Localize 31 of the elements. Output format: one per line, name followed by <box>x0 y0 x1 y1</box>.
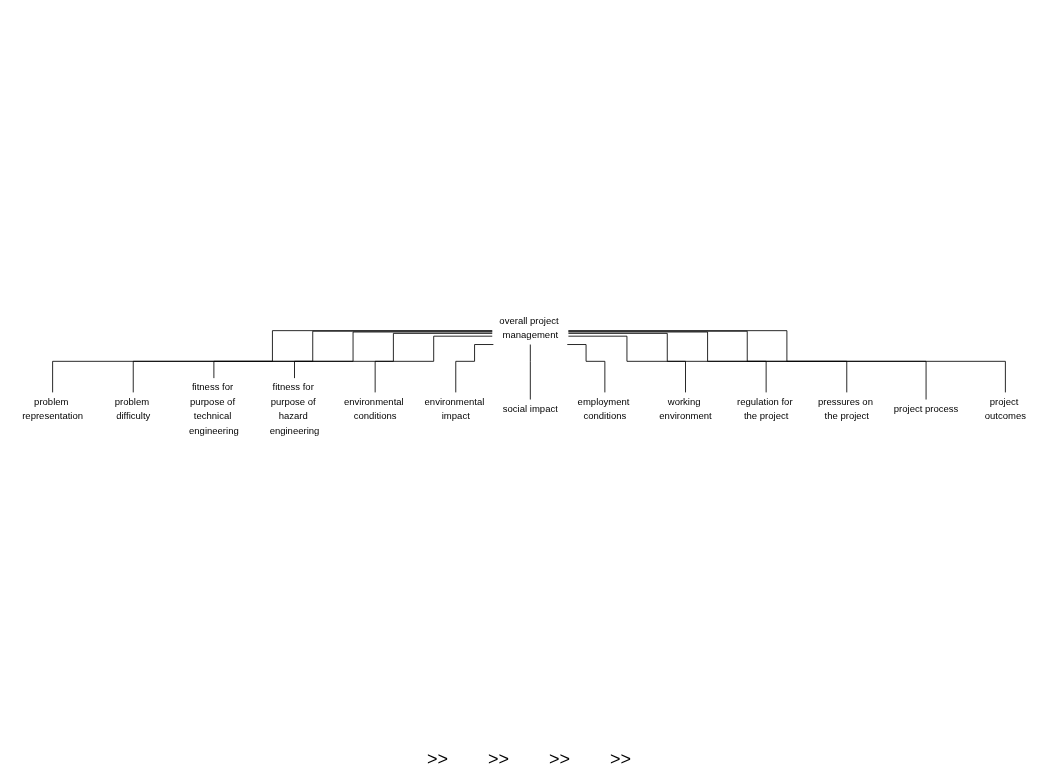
connector <box>566 344 606 393</box>
node-text: working environment <box>659 396 712 422</box>
node-text: fitness for purpose of hazard engineering <box>269 381 320 436</box>
node-text: social impact <box>502 403 558 414</box>
node-text: project outcomes <box>984 396 1027 422</box>
connector <box>529 344 531 400</box>
continuation-mark: >> <box>610 749 632 770</box>
node-text: project process <box>893 403 959 414</box>
continuation-mark: >> <box>426 749 448 770</box>
node-text: problem difficulty <box>114 396 151 422</box>
node-text: pressures on the project <box>817 396 873 422</box>
connector <box>52 330 493 393</box>
node-text: overall project management <box>499 315 559 341</box>
node-text: fitness for purpose of technical engineering <box>188 381 239 436</box>
connector <box>455 344 494 393</box>
connector <box>568 330 927 400</box>
connector <box>568 332 767 393</box>
connector <box>374 335 493 393</box>
continuation-mark: >> <box>487 749 509 770</box>
node-text: employment conditions <box>577 396 630 422</box>
node-text: environmental impact <box>424 396 485 422</box>
connector <box>213 331 493 379</box>
node-text: regulation for the project <box>737 396 793 422</box>
connector <box>132 330 493 393</box>
connector <box>294 332 493 379</box>
connector <box>568 335 686 393</box>
connector <box>568 330 1006 393</box>
connector <box>568 331 848 393</box>
node-text: environmental conditions <box>343 396 404 422</box>
node-text: problem representation <box>22 396 84 422</box>
continuation-mark: >> <box>549 749 571 770</box>
